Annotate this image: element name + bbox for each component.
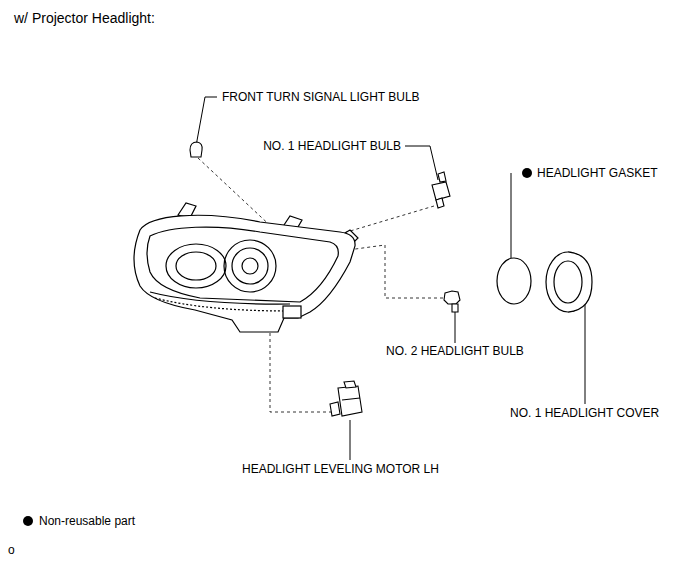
legend-text: Non-reusable part <box>39 514 135 528</box>
part-label: NO. 1 HEADLIGHT COVER <box>510 406 659 420</box>
headlight-bulb-1 <box>432 172 450 208</box>
headlight-gasket <box>497 258 531 304</box>
part-label: FRONT TURN SIGNAL LIGHT BULB <box>222 90 420 104</box>
headlight-housing <box>134 203 358 332</box>
part-label: NO. 1 HEADLIGHT BULB <box>263 139 401 153</box>
legend-dot <box>22 515 34 527</box>
part-label: HEADLIGHT GASKET <box>537 166 657 180</box>
part-label: NO. 2 HEADLIGHT BULB <box>386 344 524 358</box>
leveling-motor <box>330 381 362 416</box>
part-label: o <box>8 543 15 557</box>
part-label: HEADLIGHT LEVELING MOTOR LH <box>242 462 439 476</box>
non-reusable-mark <box>522 168 532 178</box>
legend-entry: Non-reusable part <box>22 514 135 528</box>
turn-signal-bulb <box>190 142 202 157</box>
headlight-bulb-2 <box>444 291 460 312</box>
headlight-cover <box>546 252 592 312</box>
page-title: w/ Projector Headlight: <box>14 10 155 26</box>
